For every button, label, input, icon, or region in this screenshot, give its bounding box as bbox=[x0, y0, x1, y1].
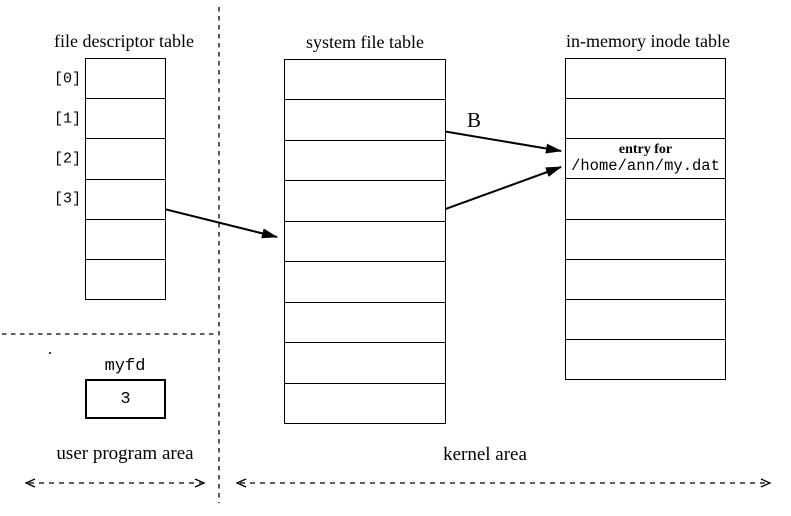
table-row bbox=[285, 384, 445, 423]
fd-index-label: [2] bbox=[53, 150, 81, 168]
myfd-variable-label: myfd bbox=[104, 357, 146, 376]
user-area-span-left-arrowhead bbox=[24, 478, 36, 488]
kernel-area-span-right-arrowhead bbox=[760, 478, 772, 488]
table-row bbox=[566, 300, 725, 340]
table-row bbox=[86, 260, 165, 299]
in-memory-inode-table: entry for/home/ann/my.dat bbox=[565, 58, 726, 380]
table-row: [2] bbox=[54, 139, 165, 180]
table-row bbox=[566, 179, 725, 220]
inode-entry-row: entry for/home/ann/my.dat bbox=[566, 139, 725, 180]
table-row bbox=[285, 181, 445, 222]
myfd-variable-value: 3 bbox=[120, 389, 131, 409]
table-row bbox=[285, 303, 445, 344]
table-row bbox=[566, 220, 725, 260]
table-row: [1] bbox=[54, 99, 165, 140]
table-row: [3] bbox=[54, 180, 165, 220]
arrow-b-annotation: B bbox=[466, 108, 481, 132]
fd-index-label: [3] bbox=[53, 190, 81, 208]
table-row: [0] bbox=[54, 59, 165, 100]
table-row bbox=[566, 260, 725, 300]
system-file-table bbox=[284, 59, 446, 424]
table-row bbox=[285, 60, 445, 101]
table-row bbox=[566, 340, 725, 379]
fd-table-title: file descriptor table bbox=[54, 31, 194, 51]
table-row bbox=[566, 59, 725, 100]
user-area-span-right-arrowhead bbox=[194, 478, 206, 488]
table-row bbox=[285, 100, 445, 141]
fd-index-label: [0] bbox=[53, 70, 81, 88]
inode-entry-path: /home/ann/my.dat bbox=[571, 157, 720, 176]
table-row bbox=[86, 220, 165, 260]
stray-dot-mark bbox=[49, 352, 51, 354]
kernel-area-label: kernel area bbox=[443, 444, 527, 465]
myfd-variable-box: 3 bbox=[85, 379, 166, 419]
table-row bbox=[566, 99, 725, 140]
inode-table-title: in-memory inode table bbox=[566, 31, 730, 51]
table-row bbox=[285, 222, 445, 263]
file-descriptor-table: [0] [1] [2] [3] bbox=[54, 58, 166, 300]
fd-index-label: [1] bbox=[53, 110, 81, 128]
inode-entry-caption: entry for bbox=[618, 142, 673, 158]
table-row bbox=[285, 343, 445, 384]
table-row bbox=[285, 262, 445, 303]
table-row bbox=[285, 141, 445, 182]
system-file-table-title: system file table bbox=[306, 32, 424, 52]
kernel-area-span-left-arrowhead bbox=[235, 478, 247, 488]
user-program-area-label: user program area bbox=[56, 443, 194, 464]
